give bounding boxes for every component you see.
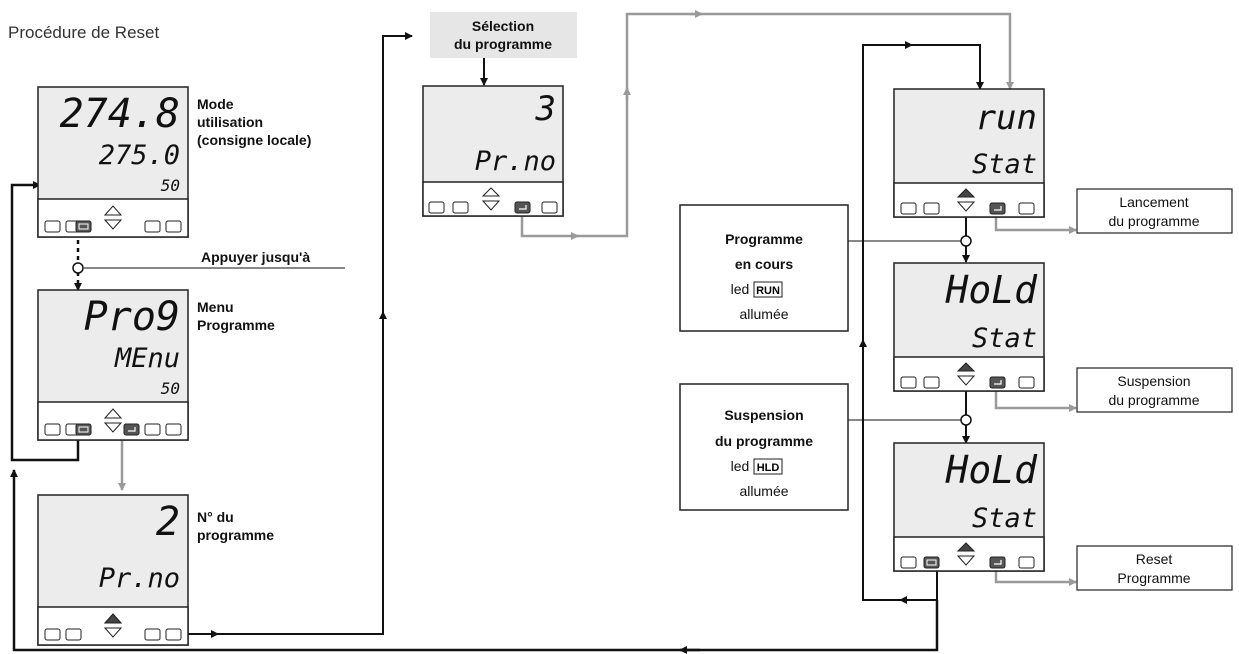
svg-text:allumée: allumée <box>739 306 788 322</box>
svg-text:utilisation: utilisation <box>197 114 263 130</box>
display-line-2: Stat <box>972 503 1037 534</box>
display-line-3: 50 <box>161 176 180 195</box>
unit-mode-utilisation: 274.8 275.0 50 <box>37 86 189 238</box>
display-line-1: 2 <box>156 499 180 545</box>
svg-text:Sélection: Sélection <box>472 18 534 34</box>
svg-text:Suspension: Suspension <box>1117 373 1190 389</box>
display-line-2: Stat <box>972 323 1037 354</box>
unit-menu-programme: Pro9 MEnu 50 <box>37 289 189 441</box>
svg-text:du programme: du programme <box>715 433 813 449</box>
unit-programme-number: 2 Pr.no <box>37 494 189 646</box>
display-line-2: MEnu <box>114 343 180 374</box>
svg-text:N° du: N° du <box>197 509 234 525</box>
svg-text:du programme: du programme <box>1108 392 1199 408</box>
unit-stat-run: run Stat <box>893 88 1045 218</box>
display-line-1: HoLd <box>944 268 1038 312</box>
svg-text:Programme: Programme <box>1117 570 1190 586</box>
unit-programme-selection: 3 Pr.no <box>422 85 564 217</box>
unit2-caption: Menu Programme <box>197 299 275 333</box>
display-line-2: Pr.no <box>99 563 180 594</box>
display-line-1: Pro9 <box>84 294 180 340</box>
action-suspend-box: Suspension du programme <box>1076 367 1233 413</box>
connectors <box>10 10 1077 654</box>
display-line-2: 275.0 <box>99 140 180 171</box>
unit3-caption: N° du programme <box>197 509 274 543</box>
status-running-box: Programme en cours led RUN allumée <box>679 204 849 332</box>
led-run: RUN <box>756 285 780 297</box>
action-reset-box: Reset Programme <box>1076 545 1233 591</box>
display-line-1: 3 <box>535 89 556 129</box>
svg-text:Mode: Mode <box>197 96 234 112</box>
display-line-2: Pr.no <box>475 146 556 177</box>
display-line-1: 274.8 <box>60 91 180 137</box>
unit-stat-hold: HoLd Stat <box>893 262 1045 392</box>
display-line-1: run <box>976 98 1037 138</box>
svg-text:(consigne locale): (consigne locale) <box>197 132 311 148</box>
unit1-caption: Mode utilisation (consigne locale) <box>197 96 311 148</box>
display-line-2: Stat <box>972 149 1037 180</box>
svg-text:en cours: en cours <box>735 256 794 272</box>
svg-text:Suspension: Suspension <box>724 407 803 423</box>
svg-text:Reset: Reset <box>1136 551 1173 567</box>
led-hld: HLD <box>757 462 780 474</box>
svg-text:du programme: du programme <box>1108 213 1199 229</box>
svg-text:programme: programme <box>197 527 274 543</box>
svg-text:Programme: Programme <box>725 231 803 247</box>
svg-text:Lancement: Lancement <box>1119 194 1188 210</box>
svg-text:Programme: Programme <box>197 317 275 333</box>
svg-text:Menu: Menu <box>197 299 234 315</box>
svg-text:led: led <box>731 458 750 474</box>
unit-stat-hold-reset: HoLd Stat <box>893 442 1045 572</box>
page-title: Procédure de Reset <box>8 23 159 42</box>
selection-box: Sélection du programme <box>430 12 577 58</box>
svg-text:led: led <box>731 281 750 297</box>
display-line-3: 50 <box>161 379 180 398</box>
status-hold-box: Suspension du programme led HLD allumée <box>679 383 849 511</box>
svg-text:allumée: allumée <box>739 483 788 499</box>
svg-text:du programme: du programme <box>454 36 552 52</box>
press-until-label: Appuyer jusqu'à <box>201 249 310 265</box>
action-launch-box: Lancement du programme <box>1076 188 1233 234</box>
display-line-1: HoLd <box>944 448 1038 492</box>
